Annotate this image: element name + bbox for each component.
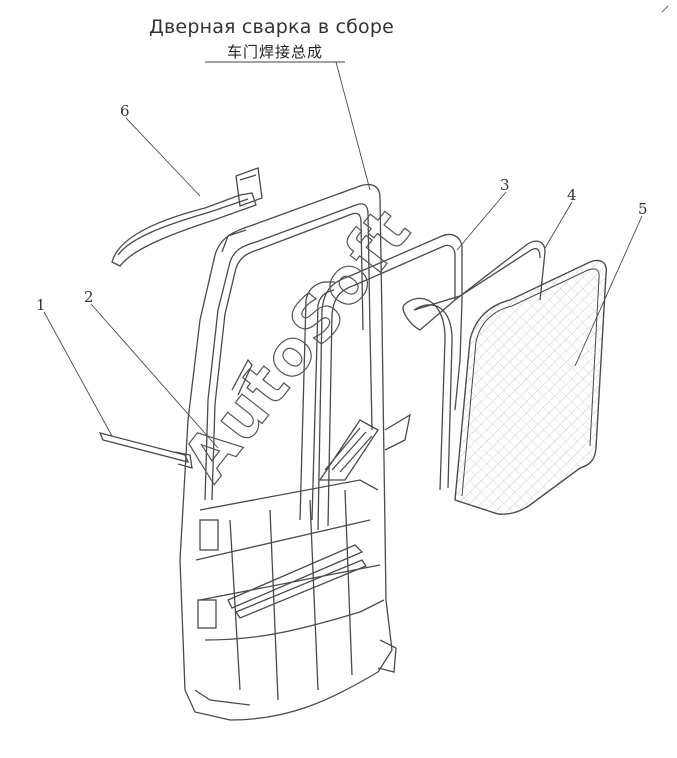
leader-line-6 <box>125 117 201 197</box>
part-4-weatherstrip <box>402 240 546 491</box>
callout-6: 6 <box>120 102 130 120</box>
leader-line-3 <box>456 191 507 251</box>
callout-5: 5 <box>638 200 648 218</box>
part-5-door-glass <box>454 259 607 515</box>
callout-4: 4 <box>567 186 577 204</box>
title-russian: Дверная сварка в сборе <box>148 16 394 38</box>
leader-line-5 <box>574 215 643 367</box>
leader-line-4 <box>544 201 573 249</box>
leader-line-2 <box>90 303 219 449</box>
callout-3: 3 <box>500 176 510 194</box>
corner-mark <box>661 5 669 13</box>
callout-1: 1 <box>36 296 46 314</box>
part-2-guide <box>299 281 411 521</box>
part-3-run-channel <box>317 233 463 531</box>
door-frame <box>179 183 397 721</box>
leader-lines <box>43 61 643 449</box>
leader-line-title <box>335 61 371 191</box>
title-chinese: 车门焊接总成 <box>226 43 323 61</box>
callout-2: 2 <box>84 288 94 306</box>
part-6-visor <box>111 167 263 267</box>
leader-line-1 <box>43 311 113 437</box>
